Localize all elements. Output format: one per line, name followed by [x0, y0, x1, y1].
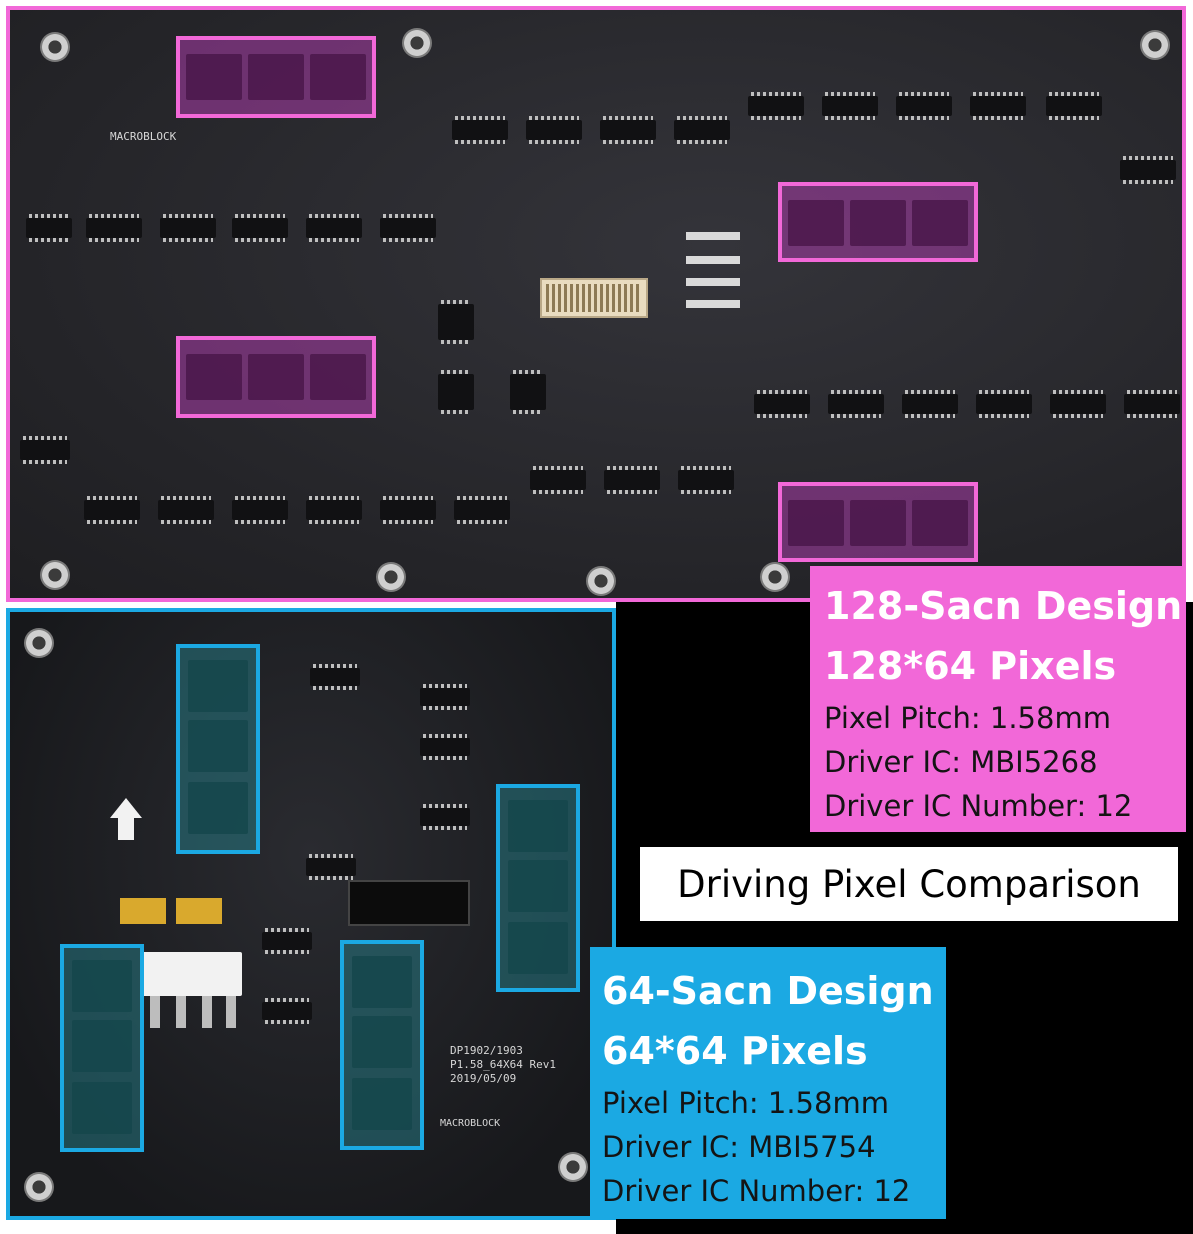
- pcb-64-scan-board: DP1902/1903 P1.58_64X64 Rev1 2019/05/09 …: [6, 608, 616, 1220]
- driver-chip: [678, 466, 734, 494]
- fpc-connector: [540, 278, 648, 318]
- driver-chip: [232, 496, 288, 524]
- driver-chip: [902, 390, 958, 418]
- logic-chip: [262, 998, 312, 1024]
- driver-chip: [1050, 390, 1106, 418]
- highlight-driver-group: [778, 182, 978, 262]
- orientation-arrow-stem: [118, 818, 134, 840]
- highlight-driver-group: [340, 940, 424, 1150]
- mounting-hole: [558, 1152, 588, 1182]
- power-connector-pin: [202, 996, 212, 1028]
- mounting-hole: [24, 1172, 54, 1202]
- driver-chip: [970, 92, 1026, 120]
- power-pad: [686, 232, 740, 240]
- driver-chip: [380, 496, 436, 524]
- silk-date: 2019/05/09: [450, 1072, 517, 1085]
- tantalum-capacitor: [176, 898, 222, 924]
- silk-logo: MACROBLOCK: [110, 130, 177, 143]
- mounting-hole: [586, 566, 616, 596]
- highlight-driver-group: [60, 944, 144, 1152]
- panel-title: 128-Sacn Design: [824, 584, 1183, 628]
- spec-pixel-pitch: Pixel Pitch: 1.58mm: [602, 1086, 889, 1120]
- power-connector-pin: [226, 996, 236, 1028]
- driver-chip: [600, 116, 656, 144]
- controller-chip: [438, 370, 474, 414]
- controller-chip: [510, 370, 546, 414]
- driver-chip: [452, 116, 508, 144]
- hub-connector: [348, 880, 470, 926]
- silk-variant: P1.58_64X64 Rev1: [450, 1058, 556, 1071]
- logic-chip: [420, 804, 470, 830]
- driver-chip: [306, 496, 362, 524]
- driver-chip: [1124, 390, 1180, 418]
- mounting-hole: [40, 560, 70, 590]
- logic-chip: [306, 854, 356, 880]
- silk-logo: MACROBLOCK: [440, 1118, 501, 1129]
- highlight-driver-group: [176, 644, 260, 854]
- spec-panel-64-scan: 64-Sacn Design 64*64 Pixels Pixel Pitch:…: [590, 947, 946, 1219]
- driver-chip: [306, 214, 362, 242]
- logic-chip: [310, 664, 360, 690]
- driver-chip: [822, 92, 878, 120]
- highlight-driver-group: [176, 36, 376, 118]
- driver-chip: [526, 116, 582, 144]
- panel-resolution: 128*64 Pixels: [824, 644, 1117, 688]
- mounting-hole: [24, 628, 54, 658]
- spec-driver-ic: Driver IC: MBI5268: [824, 745, 1098, 779]
- driver-chip: [976, 390, 1032, 418]
- comparison-title: Driving Pixel Comparison: [640, 847, 1178, 921]
- driver-chip: [896, 92, 952, 120]
- power-connector: [142, 952, 242, 996]
- driver-chip: [158, 496, 214, 524]
- highlight-driver-group: [176, 336, 376, 418]
- panel-resolution: 64*64 Pixels: [602, 1029, 868, 1073]
- highlight-driver-group: [778, 482, 978, 562]
- driver-chip: [1046, 92, 1102, 120]
- driver-chip: [754, 390, 810, 418]
- mounting-hole: [1140, 30, 1170, 60]
- power-pad: [686, 300, 740, 308]
- mounting-hole: [376, 562, 406, 592]
- driver-chip: [1120, 156, 1176, 184]
- driver-chip: [26, 214, 72, 242]
- driver-chip: [380, 214, 436, 242]
- mounting-hole: [40, 32, 70, 62]
- power-pad: [686, 256, 740, 264]
- power-connector-pin: [150, 996, 160, 1028]
- driver-chip: [604, 466, 660, 494]
- highlight-driver-group: [496, 784, 580, 992]
- spec-pixel-pitch: Pixel Pitch: 1.58mm: [824, 701, 1111, 735]
- spec-driver-count: Driver IC Number: 12: [824, 789, 1133, 823]
- mounting-hole: [760, 562, 790, 592]
- driver-chip: [84, 496, 140, 524]
- tantalum-capacitor: [120, 898, 166, 924]
- spec-driver-ic: Driver IC: MBI5754: [602, 1130, 876, 1164]
- driver-chip: [86, 214, 142, 242]
- driver-chip: [454, 496, 510, 524]
- controller-chip: [438, 300, 474, 344]
- driver-chip: [674, 116, 730, 144]
- driver-chip: [160, 214, 216, 242]
- logic-chip: [420, 684, 470, 710]
- driver-chip: [20, 436, 70, 464]
- silk-model: DP1902/1903: [450, 1044, 523, 1057]
- logic-chip: [262, 928, 312, 954]
- power-connector-pin: [176, 996, 186, 1028]
- driver-chip: [828, 390, 884, 418]
- driver-chip: [530, 466, 586, 494]
- mounting-hole: [402, 28, 432, 58]
- driver-chip: [748, 92, 804, 120]
- orientation-arrow-icon: [110, 798, 142, 818]
- spec-panel-128-scan: 128-Sacn Design 128*64 Pixels Pixel Pitc…: [810, 566, 1186, 832]
- pcb-128-scan-board: MACROBLOCK: [6, 6, 1186, 602]
- power-pad: [686, 278, 740, 286]
- logic-chip: [420, 734, 470, 760]
- spec-driver-count: Driver IC Number: 12: [602, 1174, 911, 1208]
- panel-title: 64-Sacn Design: [602, 969, 934, 1013]
- driver-chip: [232, 214, 288, 242]
